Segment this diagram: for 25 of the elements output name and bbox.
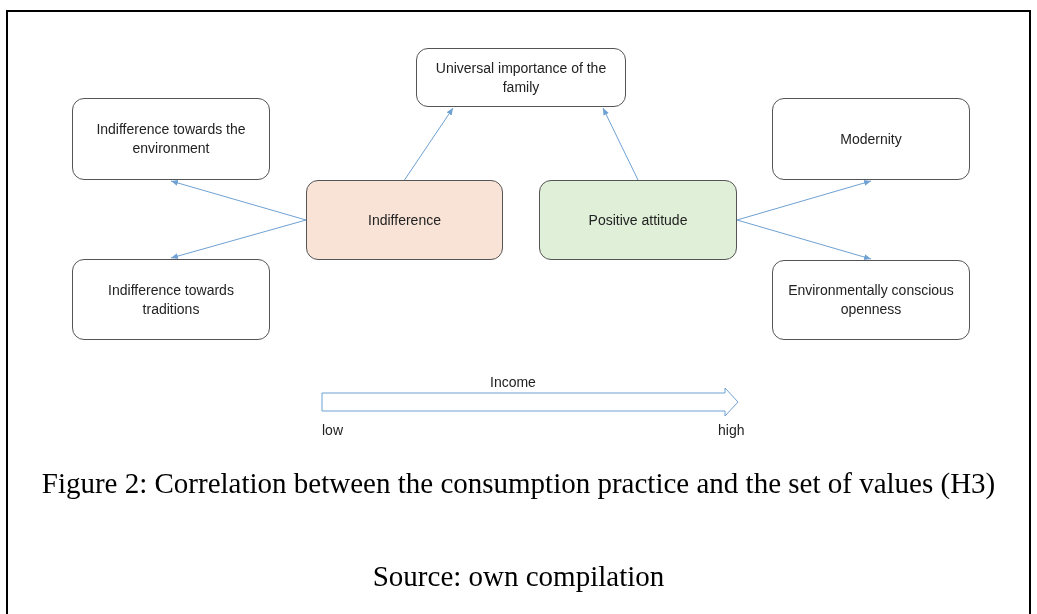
process-box	[306, 180, 503, 260]
process-box	[539, 180, 737, 260]
source-note: Source: own compilation	[371, 559, 666, 594]
axis-label: Income	[490, 373, 536, 392]
arrow	[404, 107, 454, 181]
process-box	[72, 98, 270, 180]
scale-label: low	[322, 421, 343, 440]
box-label: Indifference towards the environment	[95, 120, 247, 158]
process-box	[72, 259, 270, 340]
scale-label: high	[718, 421, 745, 440]
process-box	[772, 98, 970, 180]
box-label: Positive attitude	[588, 210, 688, 230]
box-label: Universal importance of the family	[434, 58, 608, 97]
figure-caption: Figure 2: Correlation between the consumption practice and the set of values (H3)	[40, 466, 997, 500]
arrow	[736, 180, 872, 221]
box-label: Environmentally conscious openness	[787, 281, 955, 319]
arrow	[736, 219, 872, 260]
box-label: Indifference	[368, 210, 441, 230]
arrow	[170, 180, 307, 221]
process-box	[772, 260, 970, 340]
box-label: Indifference towards traditions	[107, 280, 235, 319]
box-label: Modernity	[840, 129, 902, 149]
arrow	[170, 219, 307, 259]
process-box	[416, 48, 626, 107]
arrow	[602, 107, 639, 181]
